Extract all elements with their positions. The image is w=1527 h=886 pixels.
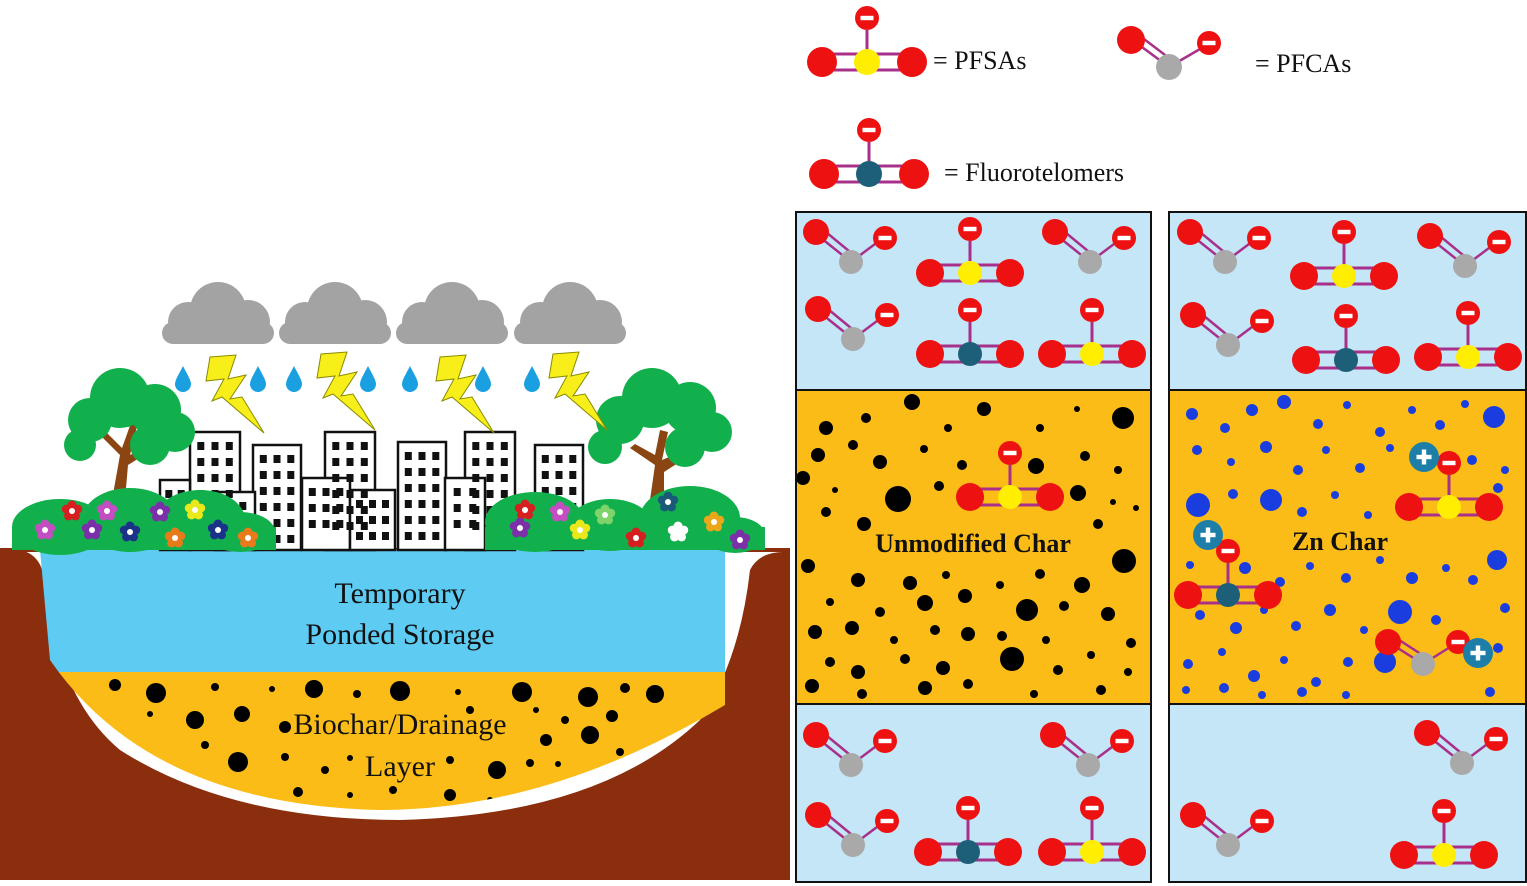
pfca-legend-label: = PFCAs — [1255, 49, 1351, 78]
pfsa-legend-label: = PFSAs — [933, 46, 1026, 75]
zn-char-column: Zn Char — [1168, 211, 1527, 883]
lightning-bolts — [205, 351, 608, 434]
fluorotelomer-legend-label: = Fluorotelomers — [944, 158, 1124, 187]
legend: = PFSAs = PFCAs = Fluorotelomers — [807, 6, 1351, 189]
unmodified-char-particles — [797, 394, 1139, 699]
soil — [0, 550, 790, 880]
zn-char-particles — [1182, 395, 1510, 699]
bush-right — [485, 486, 765, 553]
zn-char-label: Zn Char — [1292, 527, 1388, 556]
pfca-legend-icon — [1117, 26, 1221, 80]
unmodified-char-label: Unmodified Char — [875, 529, 1071, 558]
tree-right — [588, 368, 732, 500]
ponded-storage-label-2: Ponded Storage — [305, 618, 494, 651]
pfsa-legend-icon — [807, 6, 927, 77]
storm-clouds — [162, 282, 626, 344]
biochar-layer-label-2: Layer — [365, 750, 435, 783]
tree-left — [64, 368, 195, 500]
unmodified-char-column: Unmodified Char — [795, 211, 1152, 883]
bioretention-cell: Temporary Ponded Storage Biochar/Drainag… — [0, 548, 790, 880]
ponded-storage-label-1: Temporary — [334, 577, 465, 610]
zn-adsorbed-pfca — [1375, 629, 1470, 676]
ponded-water — [40, 550, 725, 672]
biochar-layer-label-1: Biochar/Drainage — [293, 708, 506, 741]
fluorotelomer-legend-icon — [809, 118, 929, 189]
